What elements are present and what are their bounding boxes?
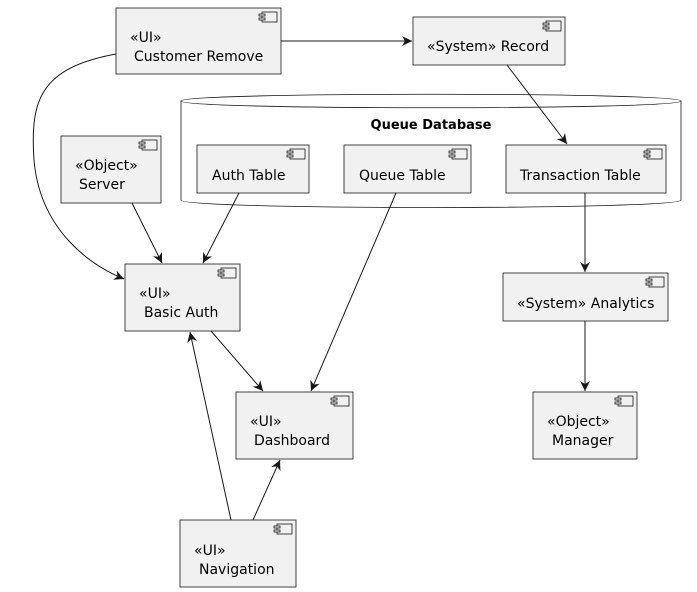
edge-navigation-to-dashboard (252, 459, 281, 521)
basic-auth-name: Basic Auth (144, 305, 218, 321)
system-record-component[interactable]: «System» Record (412, 16, 566, 66)
auth-table-label: Auth Table (212, 168, 285, 184)
component-icon (330, 395, 350, 407)
component-icon (448, 148, 468, 160)
server-stereotype: «Object» (75, 158, 138, 174)
edge-basic-auth-to-dashboard (210, 330, 264, 392)
dashboard-stereotype: «UI» (250, 414, 282, 430)
component-icon (258, 11, 278, 23)
transaction-table-component[interactable]: Transaction Table (505, 144, 667, 194)
transaction-table-label: Transaction Table (519, 168, 641, 184)
edge-server-to-basic-auth (131, 202, 163, 264)
component-icon (286, 148, 306, 160)
edge-queue-table-to-dashboard (310, 192, 397, 392)
component-icon (643, 148, 663, 160)
customer-remove-stereotype: «UI» (130, 30, 162, 46)
server-component[interactable]: «Object» Server (60, 135, 162, 204)
manager-component[interactable]: «Object» Manager (532, 391, 638, 460)
edges (32, 36, 590, 521)
edge-navigation-to-basic-auth (187, 331, 232, 521)
queue-database-rim (180, 100, 682, 109)
manager-name: Manager (552, 433, 614, 449)
edge-system-record-to-transaction-table (506, 64, 568, 145)
component-icon (542, 20, 562, 32)
system-analytics-label: «System» Analytics (517, 296, 654, 312)
edge-customer-remove-to-basic-auth (32, 53, 125, 280)
queue-table-component[interactable]: Queue Table (343, 144, 472, 194)
dashboard-component[interactable]: «UI» Dashboard (235, 391, 354, 460)
dashboard-name: Dashboard (254, 433, 330, 449)
customer-remove-name: Customer Remove (134, 49, 263, 65)
component-icon (273, 523, 293, 535)
edge-auth-table-to-basic-auth (202, 192, 240, 264)
system-record-label: «System» Record (427, 39, 549, 55)
component-icon (614, 395, 634, 407)
queue-database-title: Queue Database (371, 118, 492, 133)
system-analytics-component[interactable]: «System» Analytics (502, 272, 669, 322)
component-icon (217, 267, 237, 279)
queue-table-label: Queue Table (359, 168, 446, 184)
basic-auth-component[interactable]: «UI» Basic Auth (124, 263, 241, 332)
navigation-name: Navigation (199, 562, 275, 578)
navigation-component[interactable]: «UI» Navigation (179, 519, 297, 588)
auth-table-component[interactable]: Auth Table (196, 144, 310, 194)
component-icon (138, 139, 158, 151)
server-name: Server (79, 177, 125, 193)
basic-auth-stereotype: «UI» (139, 286, 171, 302)
component-icon (645, 276, 665, 288)
customer-remove-component[interactable]: «UI» Customer Remove (115, 7, 282, 75)
manager-stereotype: «Object» (547, 414, 610, 430)
navigation-stereotype: «UI» (194, 543, 226, 559)
